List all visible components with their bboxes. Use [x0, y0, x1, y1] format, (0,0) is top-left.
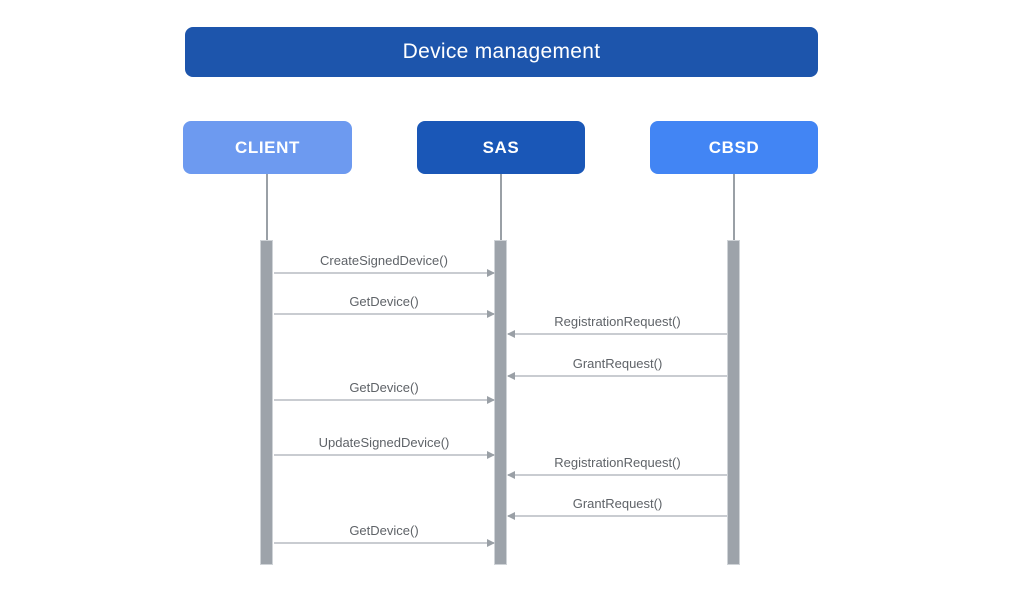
arrow-line: [508, 375, 727, 377]
message-update-signed-device: UpdateSignedDevice(): [274, 433, 495, 459]
arrowhead-right-icon: [487, 396, 495, 404]
actor-sas-label: SAS: [482, 137, 520, 157]
message-label: GetDevice(): [349, 523, 419, 538]
arrow-line: [274, 399, 494, 401]
message-label: UpdateSignedDevice(): [318, 435, 450, 450]
message-create-signed-device: CreateSignedDevice(): [274, 251, 495, 277]
lifeline-sas: [500, 174, 502, 240]
activation-bar-client: [260, 240, 273, 565]
arrow-line: [508, 474, 727, 476]
arrowhead-right-icon: [487, 539, 495, 547]
arrow-line: [274, 272, 494, 274]
arrow-line: [508, 515, 727, 517]
lifeline-client: [266, 174, 268, 240]
message-registration-request-1: RegistrationRequest(): [507, 312, 727, 338]
message-get-device-3: GetDevice(): [274, 521, 495, 547]
message-label: RegistrationRequest(): [554, 314, 681, 329]
arrowhead-right-icon: [487, 310, 495, 318]
arrowhead-right-icon: [487, 451, 495, 459]
actor-client-label: CLIENT: [235, 137, 300, 157]
actor-cbsd-label: CBSD: [708, 137, 760, 157]
arrow-line: [274, 454, 494, 456]
message-label: CreateSignedDevice(): [320, 253, 448, 268]
message-label: GetDevice(): [349, 294, 419, 309]
message-registration-request-2: RegistrationRequest(): [507, 453, 727, 479]
arrowhead-left-icon: [507, 471, 515, 479]
message-get-device-1: GetDevice(): [274, 292, 495, 318]
actor-cbsd: CBSD: [650, 121, 818, 174]
arrowhead-left-icon: [507, 372, 515, 380]
arrowhead-left-icon: [507, 330, 515, 338]
message-label: RegistrationRequest(): [554, 455, 681, 470]
message-grant-request-1: GrantRequest(): [507, 354, 727, 380]
arrow-line: [274, 542, 494, 544]
arrowhead-right-icon: [487, 269, 495, 277]
message-grant-request-2: GrantRequest(): [507, 494, 727, 520]
arrowhead-left-icon: [507, 512, 515, 520]
message-label: GrantRequest(): [572, 356, 663, 371]
arrow-line: [274, 313, 494, 315]
message-label: GetDevice(): [349, 380, 419, 395]
activation-bar-sas: [494, 240, 507, 565]
diagram-title: Device management: [402, 40, 601, 63]
actor-client: CLIENT: [183, 121, 352, 174]
message-get-device-2: GetDevice(): [274, 378, 495, 404]
activation-bar-cbsd: [727, 240, 740, 565]
actor-sas: SAS: [417, 121, 585, 174]
diagram-title-banner: Device management: [185, 27, 818, 77]
lifeline-cbsd: [733, 174, 735, 240]
message-label: GrantRequest(): [572, 496, 663, 511]
arrow-line: [508, 333, 727, 335]
